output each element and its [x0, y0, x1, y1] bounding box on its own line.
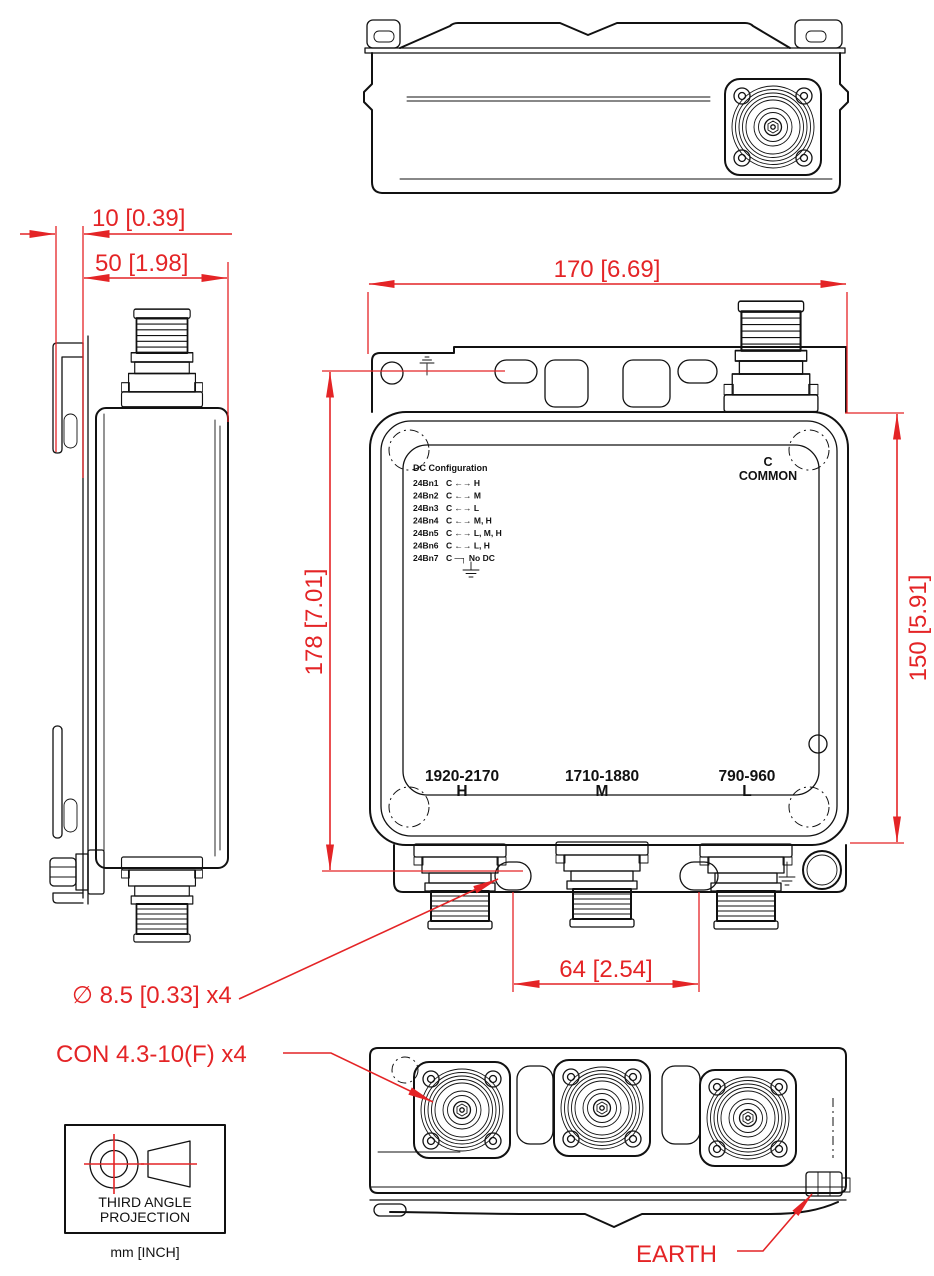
dim-bracket-width: 50 [1.98]: [95, 250, 188, 277]
bracket-slot: [63, 798, 78, 833]
projection-text-1: THIRD ANGLE: [98, 1194, 191, 1210]
front-view: DC Configuration 24Bn1 C ←→ H 24Bn2 C ←→…: [369, 299, 849, 930]
earth-symbol-top: [419, 356, 435, 376]
bracket-tab-bottom: [52, 892, 84, 904]
dc-row-id: 24Bn7: [413, 553, 439, 563]
band-h-letter: H: [456, 783, 467, 800]
corner-boss: [388, 786, 430, 828]
top-view: [363, 19, 849, 194]
hole-callout: ∅ 8.5 [0.33] x4: [72, 982, 232, 1009]
extension-lines: [55, 226, 904, 992]
bottom-flange: [393, 844, 847, 893]
connector-callout: CON 4.3-10(F) x4: [56, 1041, 247, 1068]
label-panel: [402, 444, 820, 796]
boss-panel: [516, 1065, 554, 1145]
dc-row-id: 24Bn2: [413, 491, 439, 501]
flange-cutout: [544, 359, 589, 408]
projection-box: [64, 1124, 226, 1234]
projection-cone: [147, 1140, 191, 1188]
dc-row-cfg: C ←→ L, M, H: [446, 528, 502, 538]
earth-leader: [737, 1193, 813, 1252]
corner-boss: [788, 786, 830, 828]
dim-height-overall: 178 [7.01]: [301, 569, 328, 676]
side-view: [49, 307, 229, 943]
flange-slot: [679, 861, 719, 891]
band-l-letter: L: [742, 783, 751, 800]
common-c-label: C: [763, 455, 772, 469]
housing-bottom-outline: [369, 1047, 847, 1194]
boss-panel: [661, 1065, 701, 1145]
bottom-view: [369, 1047, 851, 1228]
mount-hole: [380, 361, 404, 385]
band-l-range: 790-960: [719, 768, 776, 785]
mount-tab: [366, 19, 401, 49]
dc-row-cfg: C ←→ L, H: [446, 541, 490, 551]
projection-symbol: THIRD ANGLE PROJECTION mm [INCH]: [64, 1124, 226, 1260]
dim-height-body: 150 [5.91]: [905, 575, 932, 682]
earth-bolt-side: [49, 857, 77, 887]
corner-boss: [388, 429, 430, 471]
connector-top-side-view: [120, 307, 204, 409]
port-h-connector: [413, 843, 507, 930]
dc-row-cfg: C ←→ M, H: [446, 516, 492, 526]
earth-symbol-bottom: [778, 861, 796, 886]
projection-text-2: PROJECTION: [100, 1209, 190, 1225]
dc-row-cfg: C ←→ M: [446, 491, 481, 501]
side-hole: [808, 734, 828, 754]
flange-slot: [677, 359, 718, 384]
dc-row-cfg: C ←→ L: [446, 503, 479, 513]
corner-boss: [788, 429, 830, 471]
top-flange: [371, 346, 847, 413]
common-label: COMMON: [739, 469, 797, 483]
callouts: ∅ 8.5 [0.33] x4 CON 4.3-10(F) x4 EARTH: [56, 878, 813, 1268]
dim-slot-spacing: 64 [2.54]: [559, 956, 652, 983]
lid-profile-bottom: [389, 1201, 839, 1228]
bracket-tab-top: [52, 342, 84, 454]
band-labels: 1920-2170 H 1710-1880 M 790-960 L: [425, 768, 776, 800]
dim-width: 170 [6.69]: [554, 256, 661, 283]
dc-configuration: DC Configuration 24Bn1 C ←→ H 24Bn2 C ←→…: [413, 463, 502, 578]
body-outline: [369, 411, 849, 846]
housing-outline: [363, 52, 849, 194]
connector-leader: [283, 1052, 434, 1103]
port-m-connector-bottom-view: [553, 1059, 651, 1157]
port-m-connector: [555, 841, 649, 928]
dc-row-id: 24Bn1: [413, 478, 439, 488]
projection-crosshair: [84, 1134, 144, 1194]
band-m-range: 1710-1880: [565, 768, 639, 785]
bracket-slot: [63, 413, 78, 449]
ground-symbol: [462, 561, 480, 578]
lid-profile: [399, 22, 791, 49]
earth-boss: [802, 850, 842, 890]
dc-config-title: DC Configuration: [413, 463, 488, 473]
port-h-connector-bottom-view: [413, 1061, 511, 1159]
dimensions: 10 [0.39] 50 [1.98] 170 [6.69] 178 [7.01…: [20, 205, 932, 992]
common-connector-front: [722, 299, 820, 414]
connector-bottom-side-view: [120, 856, 204, 943]
dc-row-id: 24Bn5: [413, 528, 439, 538]
band-h-range: 1920-2170: [425, 768, 499, 785]
dc-row-id: 24Bn6: [413, 541, 439, 551]
housing-side-outline: [95, 407, 229, 869]
flange-slot: [494, 861, 532, 891]
dc-row-cfg: C ─┐ No DC: [446, 553, 495, 564]
flange-cutout: [622, 359, 671, 408]
dc-row-cfg: C ←→ H: [446, 478, 480, 488]
earth-callout: EARTH: [636, 1241, 717, 1268]
bracket-plate: [82, 335, 89, 905]
earth-bolt: [805, 1171, 851, 1197]
band-m-letter: M: [596, 783, 609, 800]
dc-row-id: 24Bn4: [413, 516, 439, 526]
units-label: mm [INCH]: [110, 1244, 179, 1260]
corner-boss: [391, 1056, 419, 1084]
dc-row-id: 24Bn3: [413, 503, 439, 513]
hole-leader: [238, 878, 499, 1000]
dim-offset: 10 [0.39]: [92, 205, 185, 232]
mount-tab: [794, 19, 843, 49]
common-connector-top-view: [724, 78, 822, 176]
port-l-connector-bottom-view: [699, 1069, 797, 1167]
